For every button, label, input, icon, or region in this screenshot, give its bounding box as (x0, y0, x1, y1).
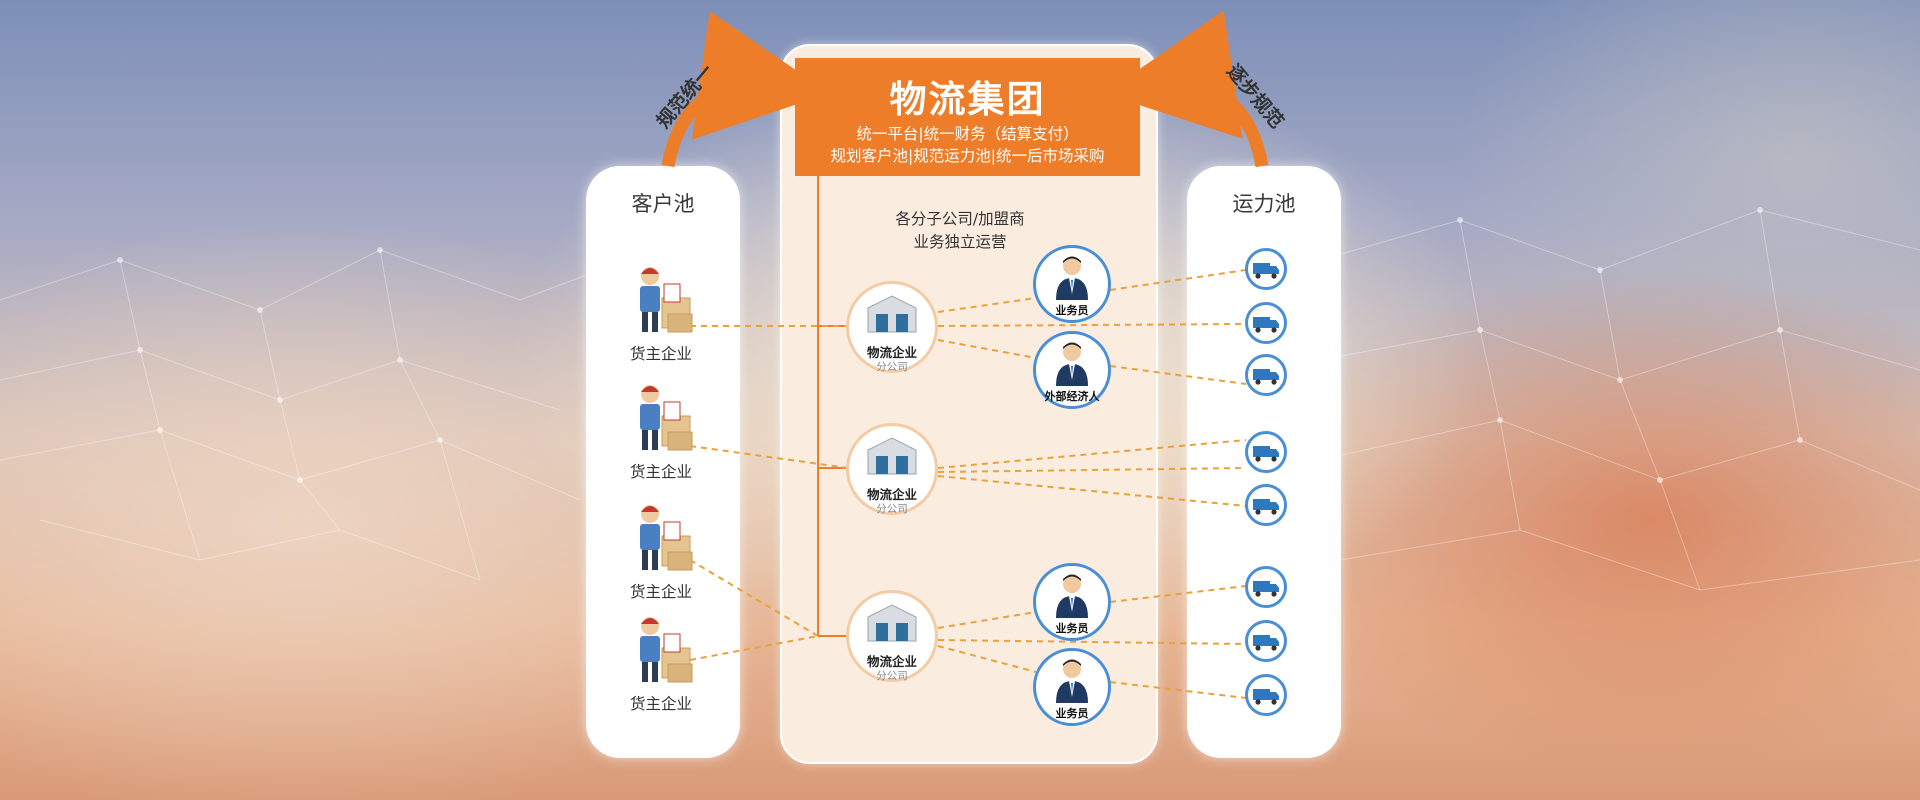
truck-node-4 (1245, 431, 1287, 473)
link-branch3-truck7 (937, 639, 1247, 645)
shipper-person-icon (640, 385, 693, 451)
agent-person-icon (1056, 659, 1088, 703)
link-branch2-truck5 (937, 475, 1247, 507)
agent-node-1: 业务员 (1033, 245, 1111, 323)
branch-name: 物流企业 (866, 487, 917, 502)
agent-person-icon (1056, 342, 1088, 386)
truck-icon (1253, 581, 1279, 597)
branch-sub: 分公司 (876, 670, 908, 682)
link-branch1-agent1 (937, 297, 1037, 313)
truck-icon (1253, 263, 1279, 279)
truck-icon (1253, 369, 1279, 385)
agent-node-2: 外部经济人 (1033, 331, 1111, 409)
branch-sub: 分公司 (876, 503, 908, 515)
shipper-person-icon (640, 505, 693, 571)
link-branch2-truck4b (937, 467, 1247, 473)
link-branch3-agent4 (937, 645, 1037, 673)
link-shipper2-branch2 (689, 445, 849, 469)
branch-name: 物流企业 (866, 345, 917, 360)
branch-node-1: 物流企业 分公司 (846, 281, 938, 373)
link-agent1-truck1 (1109, 269, 1247, 291)
truck-icon (1253, 499, 1279, 515)
branch-sub: 分公司 (876, 361, 908, 373)
truck-icon (1253, 635, 1279, 651)
agent-person-icon (1056, 574, 1088, 618)
warehouse-icon (867, 295, 917, 333)
branch-note-line-1: 各分子公司/加盟商 (895, 210, 1025, 228)
link-branch2-truck4 (937, 439, 1247, 469)
agent-person-icon (1056, 256, 1088, 300)
warehouse-icon (867, 437, 917, 475)
agent-label: 业务员 (1055, 304, 1089, 317)
link-branch1-truck2 (937, 323, 1247, 327)
warehouse-icon (867, 604, 917, 642)
link-branch1-agent2 (937, 339, 1037, 359)
shipper-label: 货主企业 (629, 695, 692, 713)
shipper-person-icon (640, 267, 693, 333)
right-arrow (1104, 10, 1269, 168)
group-line-2: 规划客户池|规范运力池|统一后市场采购 (830, 147, 1105, 165)
truck-node-2 (1245, 302, 1287, 344)
shipper-3: 货主企业 (606, 500, 716, 602)
group-title: 物流集团 (889, 78, 1046, 121)
agent-label: 业务员 (1055, 707, 1089, 720)
agent-label: 业务员 (1055, 622, 1089, 635)
shipper-person-icon (640, 617, 693, 683)
customer-pool-title: 客户池 (631, 192, 695, 216)
group-line-1: 统一平台|统一财务（结算支付） (856, 125, 1079, 143)
truck-icon (1253, 317, 1279, 333)
truck-icon (1253, 689, 1279, 705)
agent-node-3: 业务员 (1033, 563, 1111, 641)
truck-icon (1253, 446, 1279, 462)
branch-node-3: 物流企业 分公司 (846, 590, 938, 682)
branch-note: 各分子公司/加盟商 业务独立运营 (850, 208, 1070, 254)
truck-node-8 (1245, 674, 1287, 716)
agent-node-4: 业务员 (1033, 648, 1111, 726)
link-agent3-truck6 (1109, 585, 1247, 603)
shipper-4: 货主企业 (606, 612, 716, 714)
link-branch3-agent3 (937, 611, 1037, 629)
branch-name: 物流企业 (866, 654, 917, 669)
shipper-1: 货主企业 (606, 262, 716, 364)
truck-node-1 (1245, 248, 1287, 290)
truck-node-3 (1245, 354, 1287, 396)
truck-node-6 (1245, 566, 1287, 608)
truck-node-5 (1245, 484, 1287, 526)
shipper-2: 货主企业 (606, 380, 716, 482)
capacity-pool-title: 运力池 (1232, 192, 1296, 216)
shipper-label: 货主企业 (629, 345, 692, 363)
agent-label: 外部经济人 (1044, 390, 1100, 403)
left-arrow (661, 10, 830, 168)
link-shipper3-branch3 (689, 559, 819, 637)
shipper-label: 货主企业 (629, 583, 692, 601)
branch-note-line-2: 业务独立运营 (913, 233, 1007, 251)
shipper-label: 货主企业 (629, 463, 692, 481)
logistics-group-header: 物流集团 统一平台|统一财务（结算支付） 规划客户池|规范运力池|统一后市场采购 (795, 58, 1140, 176)
branch-node-2: 物流企业 分公司 (846, 423, 938, 515)
link-agent2-truck3 (1109, 365, 1247, 385)
truck-node-7 (1245, 620, 1287, 662)
link-agent4-truck8 (1109, 681, 1247, 699)
